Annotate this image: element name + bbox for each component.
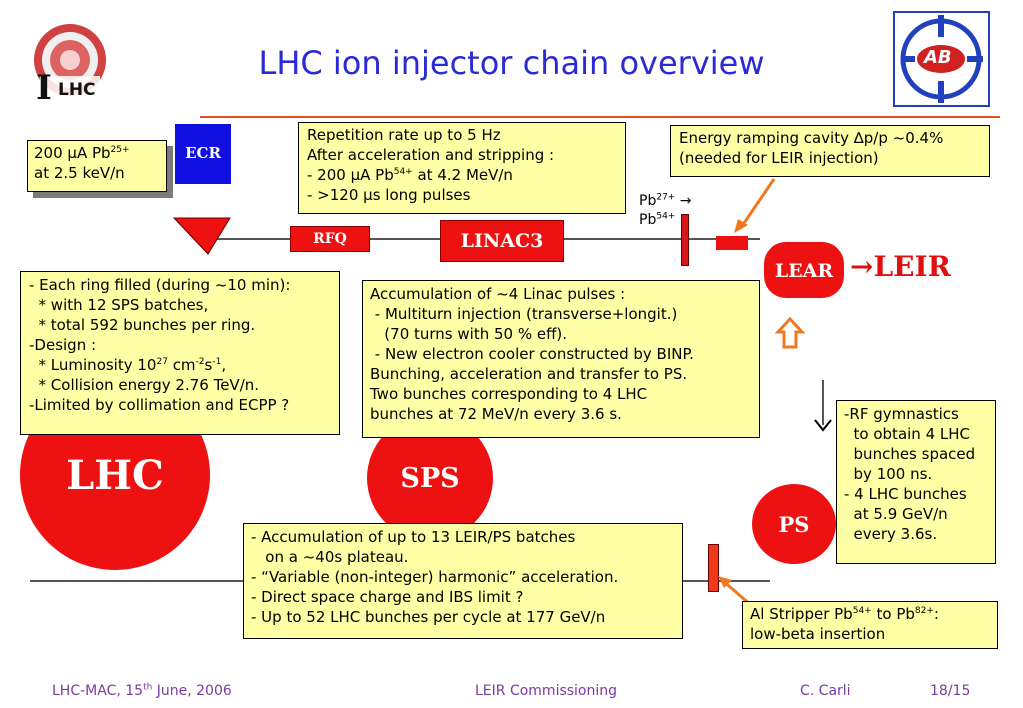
leir-label: →LEIR xyxy=(850,250,951,283)
up-arrow-outline-icon xyxy=(774,316,806,349)
lhc-note-line4: -Design : xyxy=(29,336,97,354)
down-arrow-icon xyxy=(814,419,832,432)
sps-note-line3: - “Variable (non-integer) harmonic” acce… xyxy=(251,568,619,586)
source-note-line2: at 2.5 keV/n xyxy=(34,164,125,182)
ab-logo-text: AB xyxy=(924,47,952,68)
al-stripper-note: Al Stripper Pb54+ to Pb82+: low-beta ins… xyxy=(742,601,998,649)
title-rule xyxy=(200,116,1000,118)
leir-note-line1: Accumulation of ~4 Linac pulses : xyxy=(370,285,626,303)
leir-note-line3: (70 turns with 50 % eff). xyxy=(370,325,568,343)
linac-note-line1: Repetition rate up to 5 Hz xyxy=(307,126,501,144)
lhc-note-line7: -Limited by collimation and ECPP ? xyxy=(29,396,290,414)
linac3-component: LINAC3 xyxy=(440,220,564,262)
stripper-foil xyxy=(681,214,689,266)
ps-note-line3: bunches spaced xyxy=(844,445,976,463)
cavity-note-line1: Energy ramping cavity ∆p/p ~0.4% xyxy=(679,129,944,147)
sps-note-line4: - Direct space charge and IBS limit ? xyxy=(251,588,524,606)
sps-note: - Accumulation of up to 13 LEIR/PS batch… xyxy=(243,523,683,639)
lhc-note-line1: - Each ring filled (during ~10 min): xyxy=(29,276,291,294)
lhc-note-line5: * Luminosity 1027 cm-2s-1, xyxy=(29,356,227,374)
leir-note-line7: bunches at 72 MeV/n every 3.6 s. xyxy=(370,405,622,423)
al-note-line2: low-beta insertion xyxy=(750,625,886,643)
lhc-note-line2: * with 12 SPS batches, xyxy=(29,296,209,314)
linac-note-line4: - >120 μs long pulses xyxy=(307,186,471,204)
leir-note-line6: Two bunches corresponding to 4 LHC xyxy=(370,385,648,403)
rfq-component: RFQ xyxy=(290,226,370,252)
source-note: 200 μA Pb25+ at 2.5 keV/n xyxy=(27,140,167,192)
ab-logo-icon xyxy=(900,15,983,103)
sps-note-line5: - Up to 52 LHC bunches per cycle at 177 … xyxy=(251,608,606,626)
cavity-note-line2: (needed for LEIR injection) xyxy=(679,149,879,167)
stripper-label: Pb27+ → Pb54+ xyxy=(639,192,692,230)
linac-note: Repetition rate up to 5 Hz After acceler… xyxy=(298,122,626,214)
ps-note: -RF gymnastics to obtain 4 LHC bunches s… xyxy=(836,400,996,564)
footer-page: 18/15 xyxy=(930,683,971,699)
lhc-note: - Each ring filled (during ~10 min): * w… xyxy=(20,271,340,435)
ps-note-line5: - 4 LHC bunches xyxy=(844,485,967,503)
beamline-ps-vertical xyxy=(822,380,824,425)
lhc-note-line6: * Collision energy 2.76 TeV/n. xyxy=(29,376,260,394)
footer-date: LHC-MAC, 15th June, 2006 xyxy=(52,682,232,699)
ecr-source: ECR xyxy=(175,124,231,184)
energy-ramping-cavity xyxy=(716,236,748,250)
leir-note-line2: - Multiturn injection (transverse+longit… xyxy=(370,305,678,323)
footer-author: C. Carli xyxy=(800,683,851,699)
lhc-logo: I LHC xyxy=(30,20,110,108)
ps-note-line2: to obtain 4 LHC xyxy=(844,425,970,443)
ps-note-line1: -RF gymnastics xyxy=(844,405,959,423)
sps-note-line1: - Accumulation of up to 13 LEIR/PS batch… xyxy=(251,528,576,546)
leir-note-line5: Bunching, acceleration and transfer to P… xyxy=(370,365,688,383)
leir-note-line4: - New electron cooler constructed by BIN… xyxy=(370,345,694,363)
cavity-note: Energy ramping cavity ∆p/p ~0.4% (needed… xyxy=(670,125,990,177)
ps-note-line4: by 100 ns. xyxy=(844,465,933,483)
linac-note-line2: After acceleration and stripping : xyxy=(307,146,555,164)
lhc-logo-letter: I xyxy=(36,68,52,108)
linac-note-line3: - 200 μA Pb54+ at 4.2 MeV/n xyxy=(307,166,513,184)
page-title: LHC ion injector chain overview xyxy=(258,44,765,82)
ps-note-line7: every 3.6s. xyxy=(844,525,938,543)
footer-title: LEIR Commissioning xyxy=(475,683,618,699)
orange-arrow-icon xyxy=(734,178,776,233)
source-note-line1: 200 μA Pb25+ xyxy=(34,144,130,162)
leir-note: Accumulation of ~4 Linac pulses : - Mult… xyxy=(362,280,760,438)
al-stripper-foil xyxy=(708,544,719,592)
lhc-note-line3: * total 592 bunches per ring. xyxy=(29,316,256,334)
ab-logo: AB xyxy=(893,11,990,107)
lhc-logo-text: LHC xyxy=(58,80,96,100)
ps-note-line6: at 5.9 GeV/n xyxy=(844,505,948,523)
stripper-label-line2: Pb54+ xyxy=(639,211,676,228)
sps-note-line2: on a ~40s plateau. xyxy=(251,548,409,566)
spectrometer-magnet-icon xyxy=(172,217,231,255)
stripper-label-line1: Pb27+ → xyxy=(639,192,692,209)
ps-ring: PS xyxy=(752,484,836,564)
lhc-logo-icon xyxy=(34,24,106,100)
al-note-line1: Al Stripper Pb54+ to Pb82+: xyxy=(750,605,939,623)
lear-ring: LEAR xyxy=(764,242,844,298)
